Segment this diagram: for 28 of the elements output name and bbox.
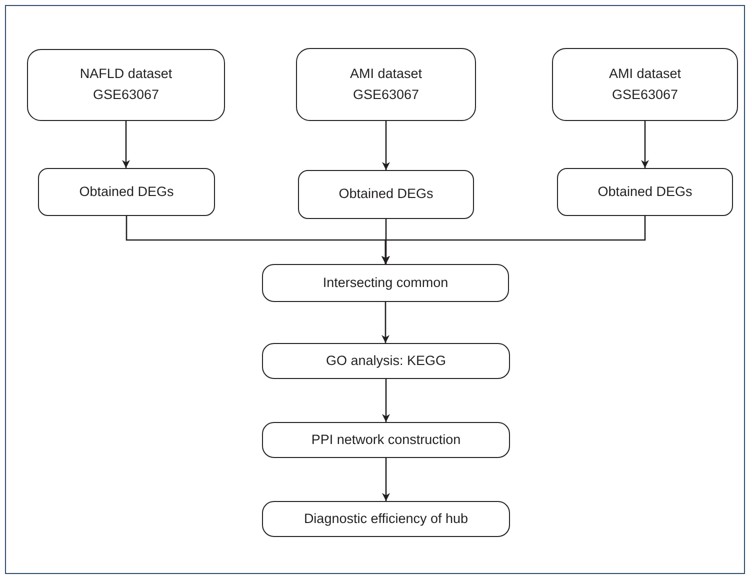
arrow: [641, 121, 649, 168]
arrow: [382, 216, 646, 264]
process-box: [298, 170, 474, 219]
arrow: [382, 219, 390, 264]
box-label: NAFLD dataset GSE63067: [78, 65, 174, 104]
arrow: [382, 458, 390, 501]
box-label: GO analysis: KEGG: [326, 352, 446, 370]
process-box: [38, 168, 215, 216]
process-box: [262, 343, 510, 379]
process-box: [296, 48, 476, 121]
arrow: [122, 121, 130, 168]
box-label: Diagnostic efficiency of hub: [304, 510, 468, 528]
process-box: [262, 264, 509, 302]
box-label: Obtained DEGs: [79, 182, 174, 201]
box-label: PPI network construction: [311, 430, 461, 449]
process-box: [262, 422, 510, 458]
process-box: [27, 49, 225, 121]
process-box: [557, 168, 733, 216]
arrow: [382, 302, 390, 343]
box-label: Obtained DEGs: [338, 185, 434, 204]
box-label: Obtained DEGs: [598, 182, 692, 201]
arrow: [382, 121, 390, 170]
process-box: [552, 48, 738, 121]
arrow: [382, 379, 390, 422]
box-label: Intersecting common: [322, 274, 448, 292]
process-box: [262, 501, 510, 537]
box-label: AMI dataset GSE63067: [348, 64, 424, 104]
box-label: AMI dataset GSE63067: [608, 64, 682, 104]
